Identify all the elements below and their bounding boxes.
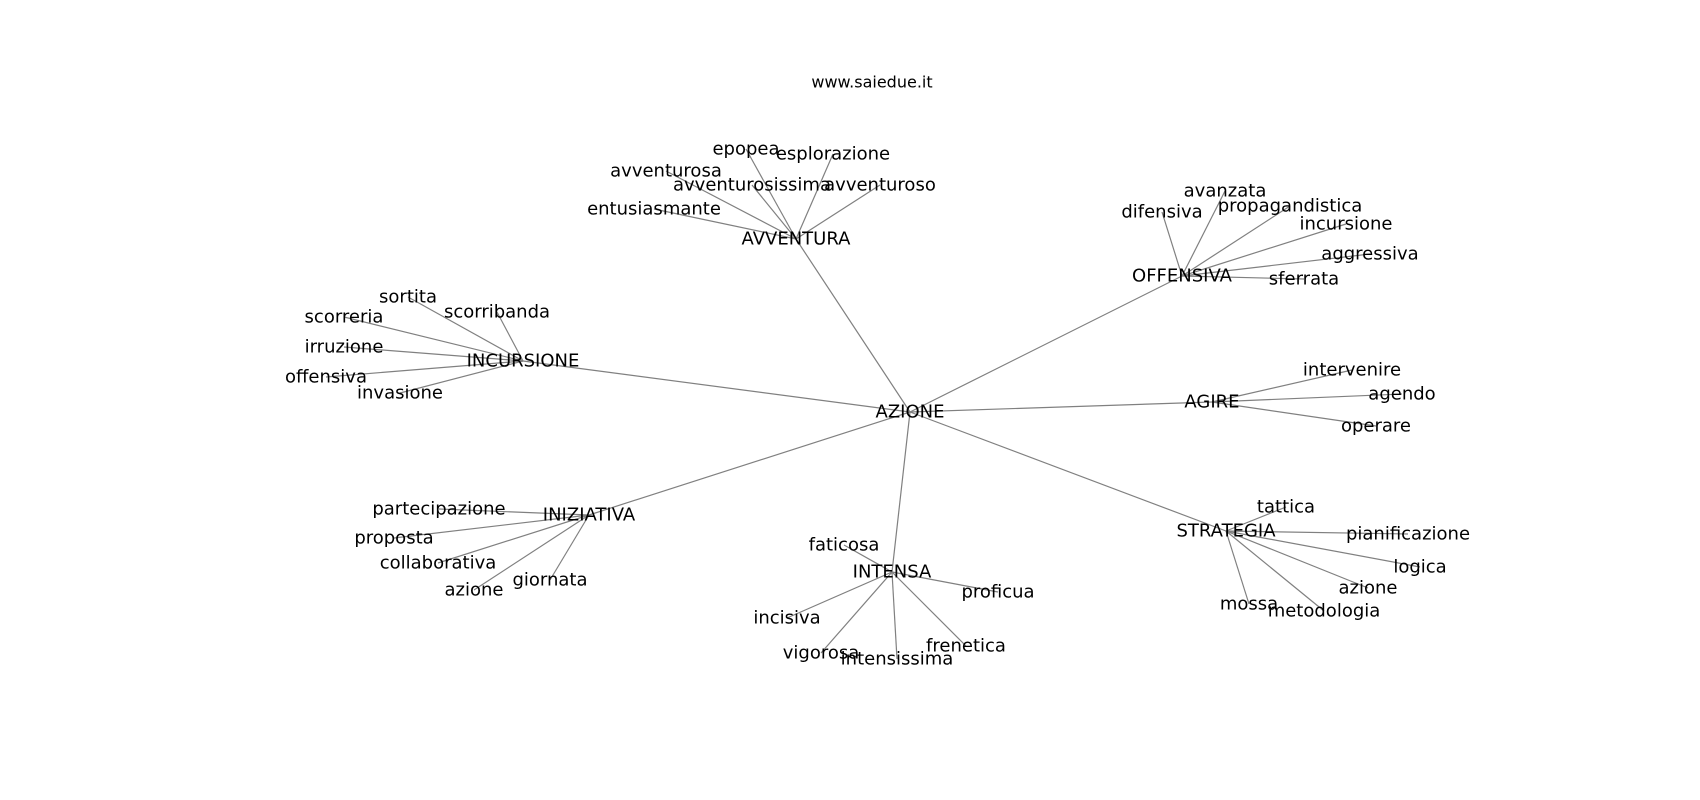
edge-3-2	[1211, 401, 1377, 427]
edge-6-0	[1225, 506, 1287, 532]
edges-layer	[325, 148, 1421, 660]
leaf-node-label: frenetica	[926, 636, 1006, 657]
hub-node-label: OFFENSIVA	[1132, 266, 1233, 287]
edge-root-0	[795, 238, 911, 413]
leaf-node-label: avventurosa	[610, 161, 722, 182]
leaf-node-label: mossa	[1220, 594, 1278, 615]
edge-5-3	[891, 571, 967, 647]
edge-root-6	[909, 411, 1227, 532]
edge-root-2	[522, 360, 911, 413]
edge-6-2	[1225, 530, 1421, 568]
edge-4-3	[473, 514, 590, 591]
edge-6-5	[1225, 530, 1325, 612]
hub-node-label: INIZIATIVA	[543, 505, 636, 526]
edge-0-3	[751, 184, 797, 240]
edge-3-0	[1211, 369, 1353, 403]
leaf-node-label: agendo	[1368, 384, 1435, 405]
edge-2-1	[496, 311, 524, 362]
leaf-node-label: sortita	[379, 287, 437, 308]
edge-4-1	[393, 514, 590, 539]
hub-node-label: STRATEGIA	[1176, 521, 1276, 542]
leaf-node-label: giornata	[512, 570, 587, 591]
edge-0-0	[745, 148, 797, 240]
leaf-node-label: esplorazione	[776, 144, 890, 165]
edge-1-5	[1181, 275, 1305, 280]
leaf-node-label: tattica	[1257, 497, 1315, 518]
edge-2-4	[325, 360, 524, 378]
leaf-node-label: faticosa	[809, 535, 880, 556]
leaf-node-label: intervenire	[1303, 360, 1401, 381]
edge-6-4	[1225, 530, 1250, 605]
hub-node-label: INTENSA	[853, 562, 932, 583]
leaf-node-label: azione	[445, 580, 504, 601]
edge-5-5	[891, 571, 898, 660]
leaf-node-label: operare	[1341, 416, 1411, 437]
edge-root-4	[588, 411, 911, 516]
leaf-node-label: scorribanda	[444, 302, 550, 323]
edge-5-4	[820, 571, 893, 654]
leaf-node-label: incisiva	[753, 608, 820, 629]
edge-root-1	[909, 275, 1183, 413]
edge-1-1	[1161, 211, 1183, 277]
leaf-node-label: difensiva	[1121, 202, 1202, 223]
leaf-node-label: sferrata	[1269, 269, 1339, 290]
leaf-node-label: collaborativa	[380, 553, 497, 574]
leaf-node-label: avanzata	[1184, 181, 1267, 202]
leaf-node-label: logica	[1393, 557, 1446, 578]
leaf-node-label: vigorosa	[783, 643, 860, 664]
leaf-node-label: entusiasmante	[587, 199, 721, 220]
site-title: www.saiedue.it	[811, 73, 932, 92]
leaf-node-label: epopea	[712, 139, 779, 160]
root-node-label: AZIONE	[876, 402, 945, 423]
edge-5-0	[843, 544, 893, 573]
leaf-node-label: partecipazione	[372, 499, 505, 520]
edge-1-0	[1181, 190, 1226, 277]
leaf-node-label: proposta	[354, 528, 433, 549]
edge-2-3	[343, 346, 524, 362]
edge-0-5	[653, 208, 797, 240]
leaf-node-label: intensissima	[841, 649, 954, 670]
edge-0-4	[795, 184, 881, 240]
leaf-node-label: azione	[1339, 578, 1398, 599]
leaf-node-label: pianificazione	[1346, 524, 1470, 545]
leaf-node-label: metodologia	[1268, 601, 1381, 622]
edge-1-4	[1181, 253, 1371, 277]
edge-4-2	[437, 514, 590, 564]
leaf-node-label: propagandistica	[1218, 196, 1363, 217]
edge-2-2	[343, 316, 524, 362]
leaf-node-label: proficua	[961, 582, 1034, 603]
leaf-node-label: avventuroso	[824, 175, 936, 196]
edge-0-1	[795, 153, 834, 240]
leaf-node-label: irruzione	[305, 337, 384, 358]
edge-root-5	[891, 411, 911, 573]
edge-6-1	[1225, 530, 1409, 535]
edge-6-3	[1225, 530, 1369, 589]
edge-4-0	[438, 508, 590, 516]
hub-node-label: AVVENTURA	[742, 229, 852, 250]
leaf-node-label: scorreria	[305, 307, 384, 328]
edge-0-2	[665, 170, 797, 240]
edge-5-2	[786, 571, 893, 619]
edge-1-3	[1181, 223, 1347, 277]
hub-node-label: AGIRE	[1184, 392, 1239, 413]
leaf-node-label: offensiva	[285, 367, 367, 388]
edge-1-2	[1181, 205, 1291, 277]
hub-node-label: INCURSIONE	[467, 351, 580, 372]
edge-5-1	[891, 571, 999, 593]
edge-root-3	[909, 401, 1213, 413]
leaf-node-label: incursione	[1300, 214, 1393, 235]
edge-2-0	[407, 296, 524, 362]
leaf-node-label: invasione	[357, 383, 443, 404]
leaf-node-label: avventurosissima	[673, 175, 831, 196]
edge-4-4	[549, 514, 590, 581]
edge-3-1	[1211, 393, 1403, 403]
leaf-node-label: aggressiva	[1321, 244, 1418, 265]
edge-2-5	[399, 360, 524, 394]
